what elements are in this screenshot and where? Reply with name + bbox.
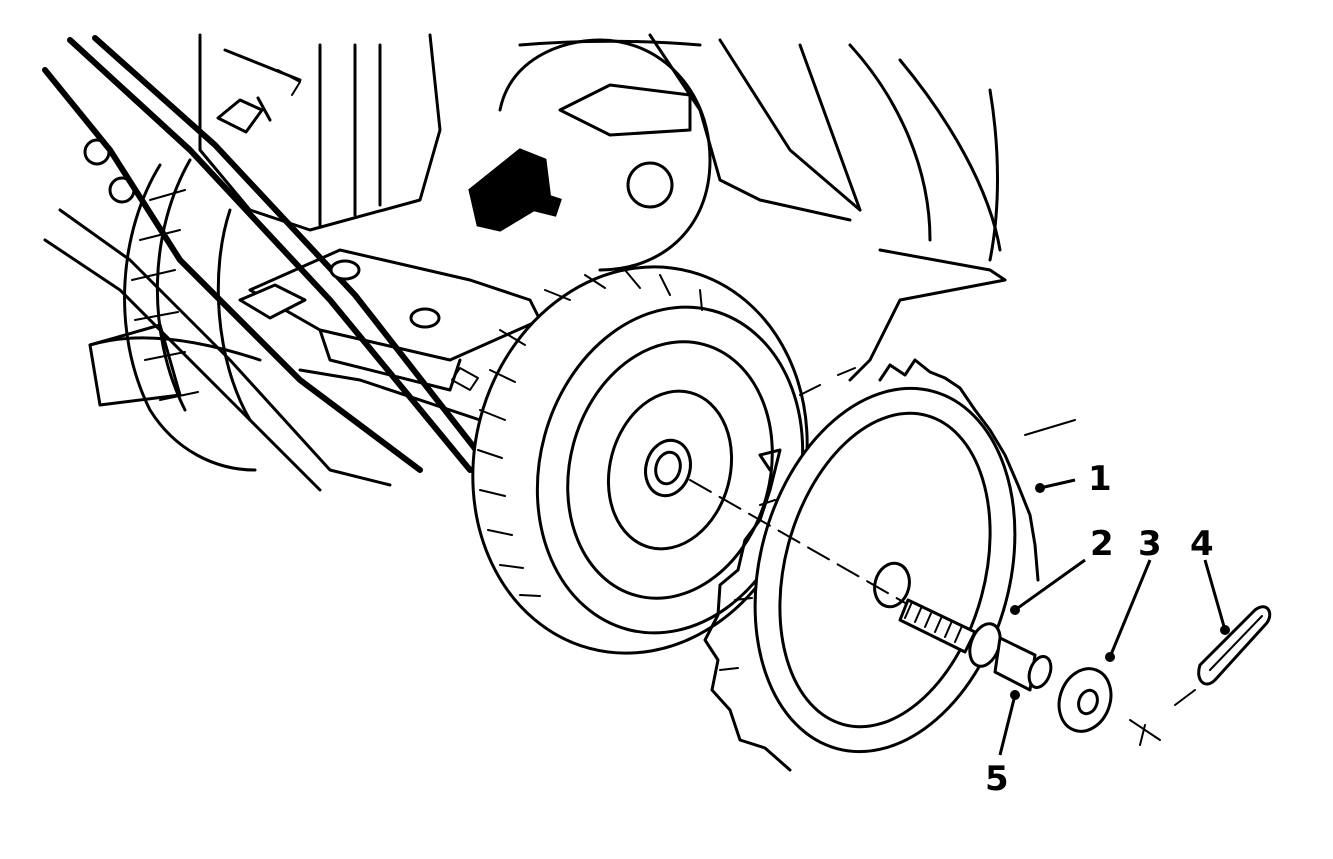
far-tire (123, 158, 257, 472)
callout-2-label: 2 (1090, 524, 1114, 564)
callout-1: 1 (1035, 459, 1112, 499)
auger-housing (498, 33, 1007, 382)
callout-5: 5 (985, 690, 1020, 799)
control-knob (468, 148, 562, 232)
callout-1-label: 1 (1088, 459, 1112, 499)
axle-hardware (689, 479, 1272, 746)
callout-4: 4 (1190, 524, 1230, 635)
callout-3: 3 (1105, 524, 1162, 662)
spiked-wheel (703, 358, 1076, 772)
engine-housing (198, 33, 442, 232)
callout-5-label: 5 (985, 759, 1009, 799)
callout-2: 2 (1010, 524, 1114, 615)
callout-4-label: 4 (1190, 524, 1214, 564)
callout-3-label: 3 (1138, 524, 1162, 564)
